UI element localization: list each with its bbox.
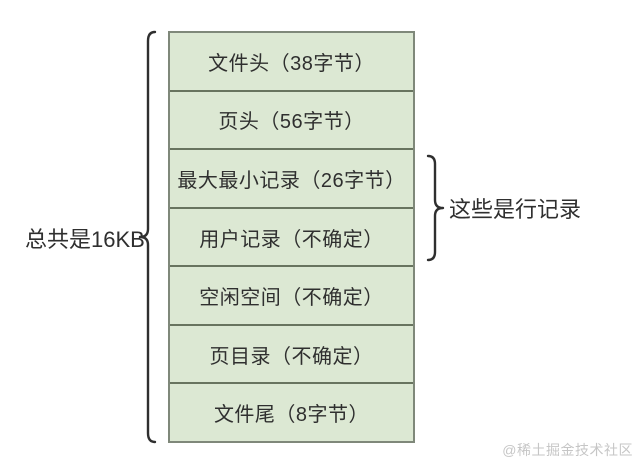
right-brace-icon	[426, 154, 445, 262]
total-size-label: 总共是16KB	[25, 227, 145, 252]
row-records-label: 这些是行记录	[449, 197, 582, 222]
row-label: 页头（56字节）	[218, 111, 365, 134]
row-page-directory: 页目录（不确定）	[170, 323, 413, 383]
row-min-max-records: 最大最小记录（26字节）	[170, 148, 413, 207]
row-label: 空闲空间（不确定）	[199, 287, 384, 310]
row-label: 文件头（38字节）	[208, 52, 375, 75]
watermark: @稀土掘金技术社区	[502, 442, 633, 458]
left-brace-icon	[138, 30, 157, 444]
row-file-header: 文件头（38字节）	[170, 33, 413, 90]
row-file-trailer: 文件尾（8字节）	[170, 382, 413, 441]
row-label: 用户记录（不确定）	[199, 228, 384, 251]
row-user-records: 用户记录（不确定）	[170, 206, 413, 266]
row-label: 页目录（不确定）	[209, 345, 374, 368]
row-label: 最大最小记录（26字节）	[177, 169, 406, 192]
row-label: 文件尾（8字节）	[213, 404, 370, 427]
row-free-space: 空闲空间（不确定）	[170, 265, 413, 324]
row-page-header: 页头（56字节）	[170, 89, 413, 149]
page-structure-stack: 文件头（38字节） 页头（56字节） 最大最小记录（26字节） 用户记录（不确定…	[168, 31, 415, 443]
